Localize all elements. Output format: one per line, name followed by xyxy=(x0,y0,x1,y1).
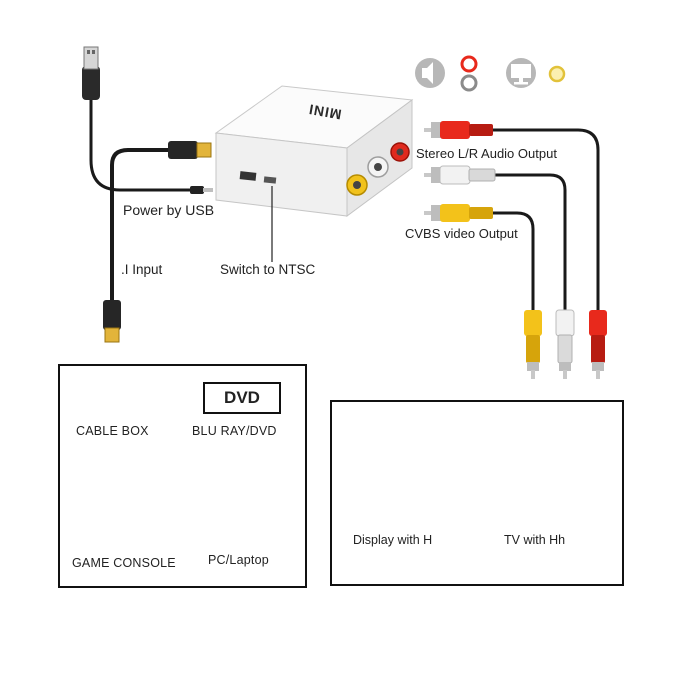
game-console-label: GAME CONSOLE xyxy=(72,556,176,570)
dvd-badge: DVD xyxy=(203,382,281,414)
rca-cables xyxy=(424,121,607,379)
pc-laptop-label: PC/Laptop xyxy=(208,553,269,567)
blu-ray-label: BLU RAY/DVD xyxy=(192,424,277,438)
hdmi-input-label: .I Input xyxy=(121,262,163,277)
converter-box xyxy=(214,85,414,217)
tv-label: TV with Hh xyxy=(504,533,566,547)
usb-cable xyxy=(82,46,213,194)
switch-ntsc-label: Switch to NTSC xyxy=(220,262,316,277)
output-displays-frame xyxy=(330,400,624,586)
cable-box-label: CABLE BOX xyxy=(76,424,149,438)
stereo-audio-label: Stereo L/R Audio Output xyxy=(416,146,557,161)
power-by-usb-label: Power by USB xyxy=(123,202,215,218)
display-label: Display with H xyxy=(353,533,433,547)
video-jack-icon xyxy=(548,65,566,83)
hdmi-cable xyxy=(103,141,212,343)
monitor-icon xyxy=(506,58,536,88)
speaker-icon xyxy=(415,58,445,88)
rca-audio-jacks-icon xyxy=(460,55,478,92)
source-devices-frame xyxy=(58,364,307,588)
cvbs-video-label: CVBS video Output xyxy=(405,226,518,241)
